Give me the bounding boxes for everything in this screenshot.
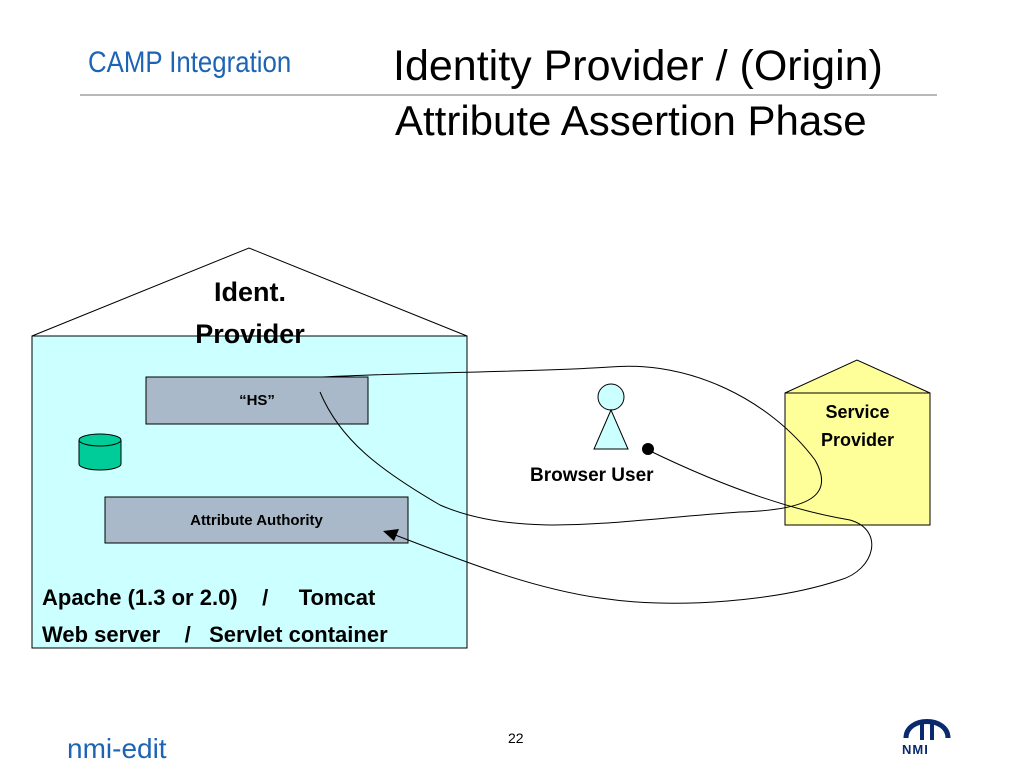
attribute-authority-label: Attribute Authority: [190, 511, 323, 529]
header-divider: [80, 94, 937, 96]
page-title-line1: Identity Provider / (Origin): [393, 42, 883, 90]
sp-label-line1: Service: [825, 402, 890, 422]
sp-label-line2: Provider: [820, 430, 895, 450]
flow-start-dot: [642, 443, 654, 455]
hs-box: [145, 376, 369, 425]
header-org: CAMP Integration: [88, 46, 292, 79]
nmi-logo-text: NMI: [902, 742, 929, 757]
idp-label-line1: Ident.: [214, 277, 286, 307]
flow-arrowhead: [383, 529, 399, 541]
flow-curve-aa: [389, 449, 873, 604]
hs-label: “HS”: [239, 392, 275, 409]
database-icon: [78, 433, 122, 471]
sp-roof: [784, 359, 931, 394]
page-title-line2: Attribute Assertion Phase: [395, 97, 867, 144]
server-stack-line2: Web server / Servlet container: [42, 622, 388, 647]
browser-user-label: Browser User: [530, 465, 654, 486]
server-stack-line1: Apache (1.3 or 2.0) / Tomcat: [42, 585, 376, 610]
page-number: 22: [508, 730, 524, 746]
flow-curve-hs: [319, 365, 823, 526]
attribute-authority-box: [104, 496, 409, 544]
footer-brand: nmi-edit: [67, 733, 167, 764]
browser-user-icon: [593, 383, 629, 450]
nmi-logo-icon: [903, 719, 951, 740]
idp-label-line2: Provider: [195, 319, 305, 349]
sp-body: [784, 392, 931, 526]
